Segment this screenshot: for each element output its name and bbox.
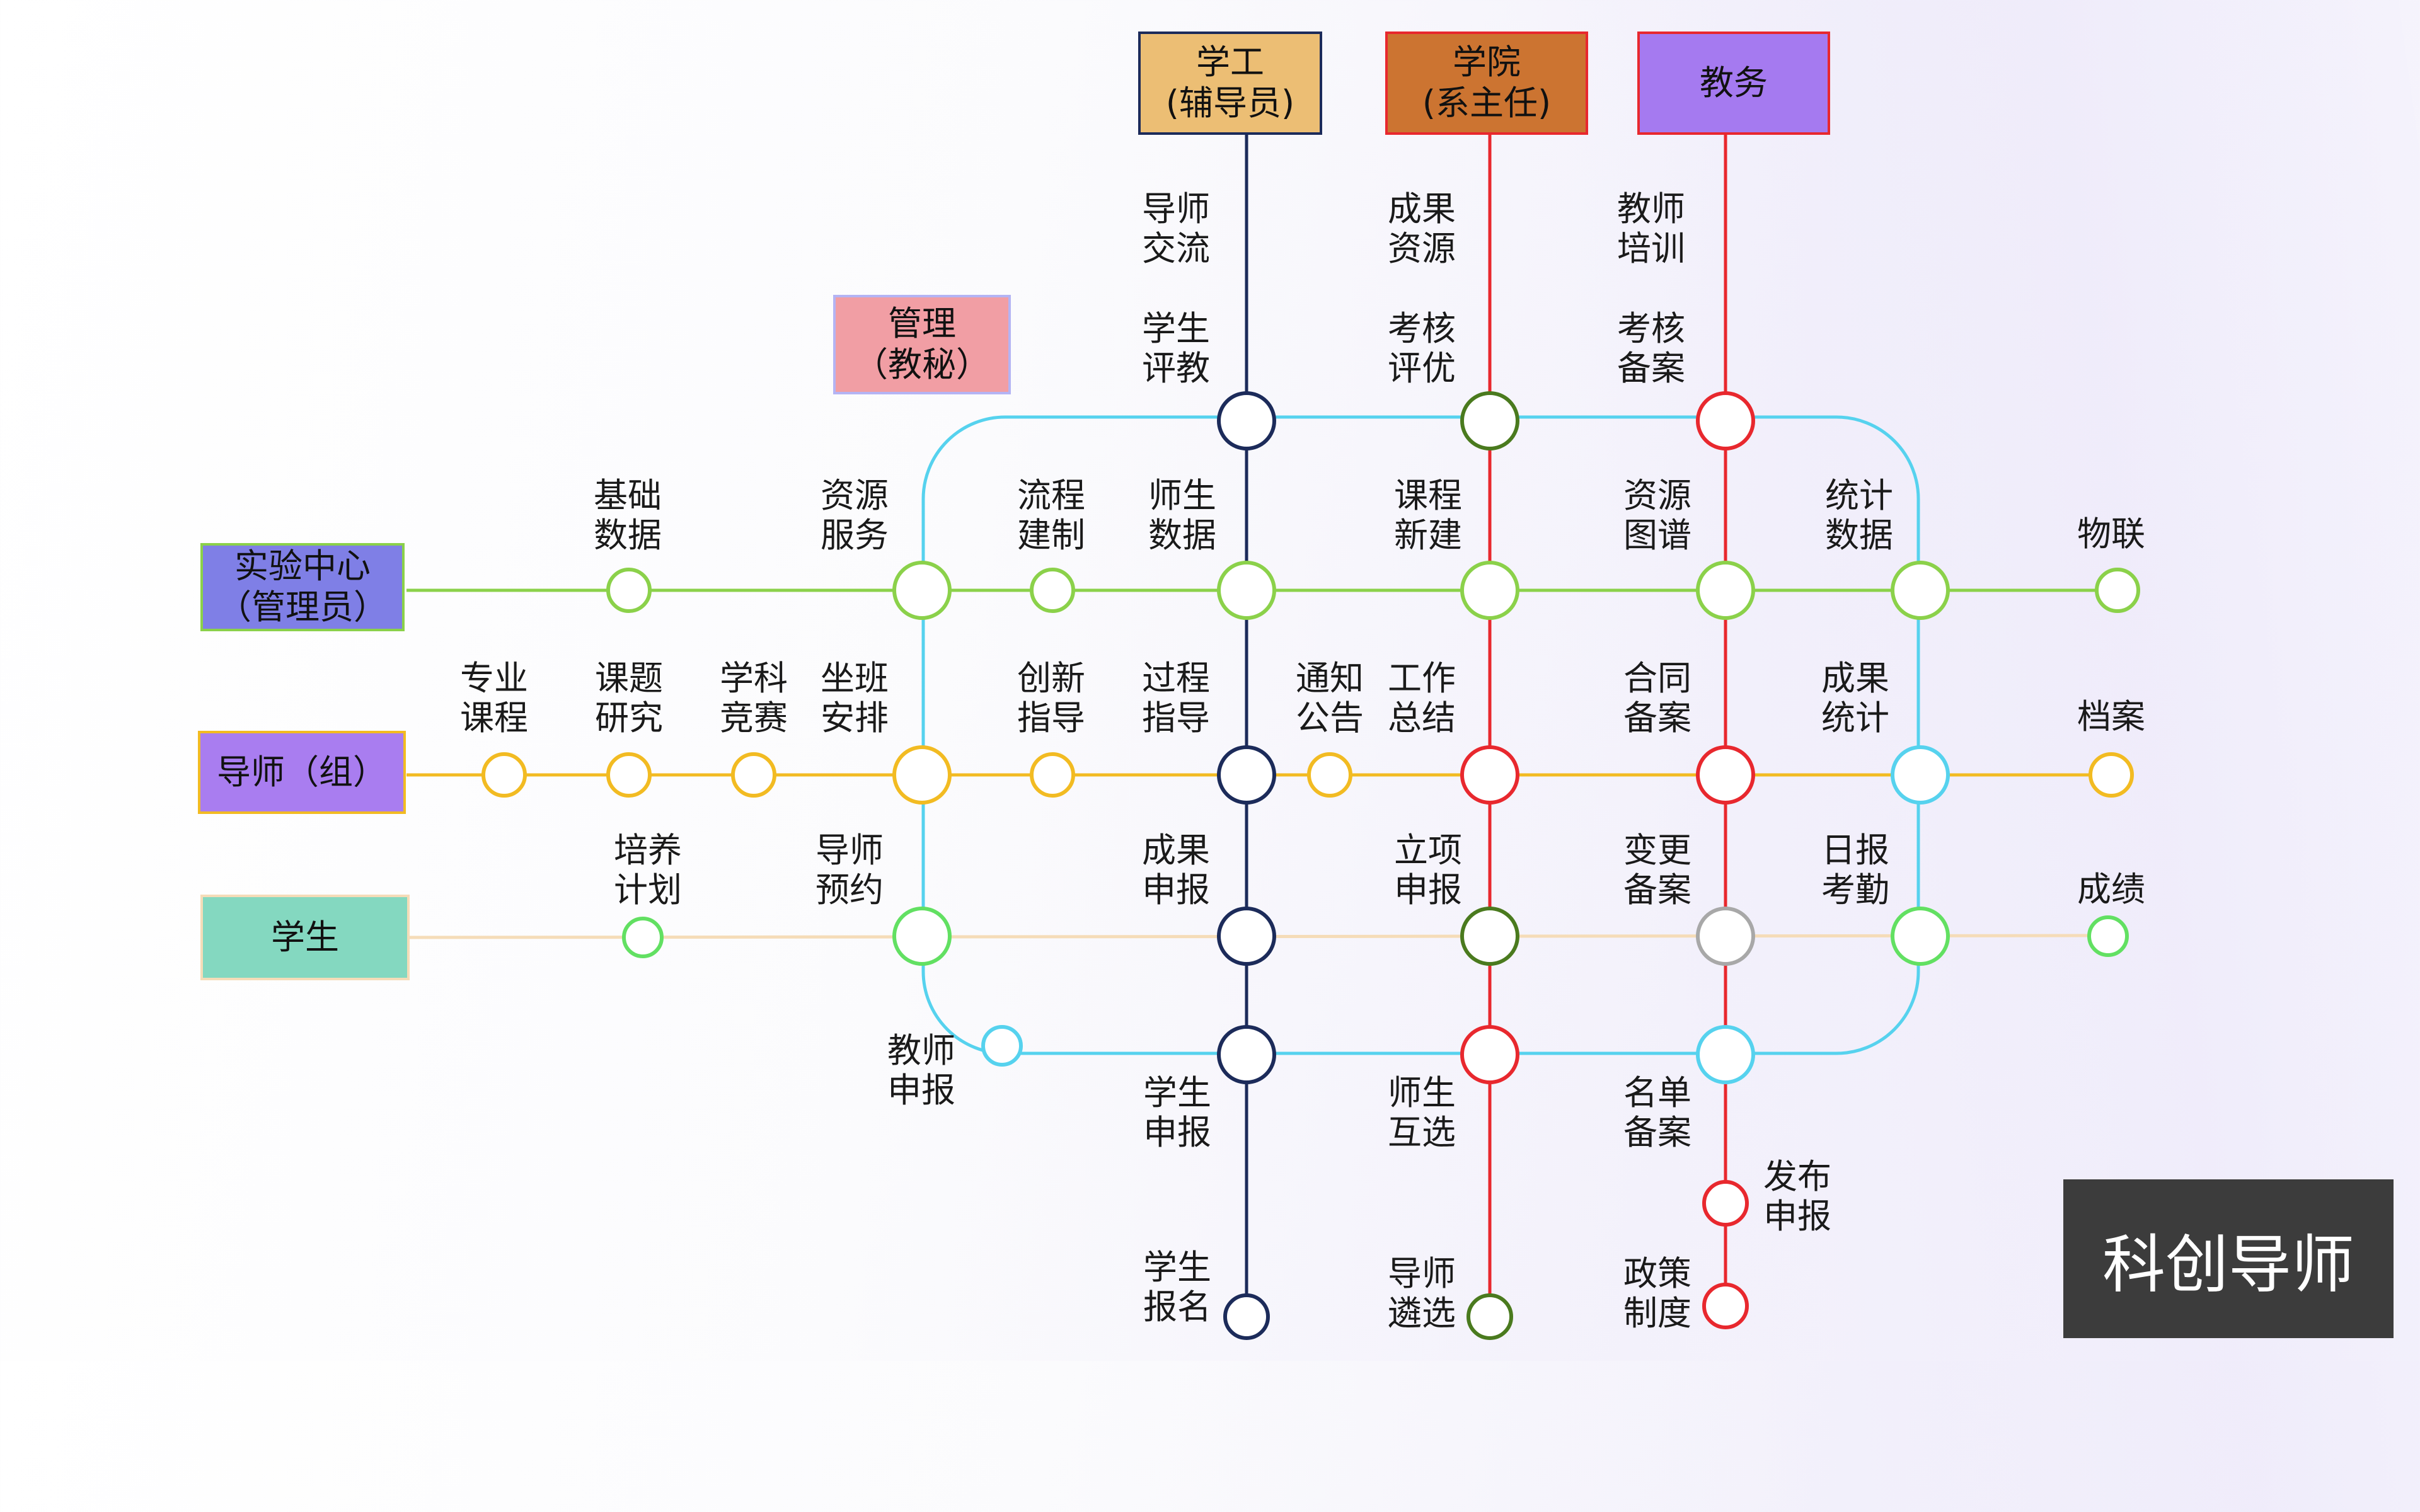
- label-chengguo-ziyuan: 成果 资源: [1388, 189, 1456, 269]
- node-tongzhi-gonggao: [1307, 752, 1352, 798]
- page-title: 科创导师: [2063, 1179, 2394, 1338]
- node-daoshi-yuyue: [892, 907, 952, 966]
- label-jiaoshi-shenbao: 教师 申报: [887, 1031, 955, 1111]
- node-chengguo-tongji: [1891, 745, 1950, 805]
- label-zuoban-anpai: 坐班 安排: [821, 658, 889, 738]
- label-chengguo-shenbao: 成果 申报: [1142, 830, 1210, 910]
- label-xuesheng-baoming: 学生 报名: [1143, 1247, 1211, 1327]
- label-tongji-shuju: 统计 数据: [1825, 476, 1893, 556]
- label-hetong-bei-an: 合同 备案: [1623, 658, 1691, 738]
- label-liucheng-jianzhi: 流程 建制: [1017, 476, 1085, 556]
- node-ribao-kaoqin: [1891, 907, 1950, 966]
- label-xueke-jingsai: 学科 竞赛: [720, 658, 788, 738]
- node-fabu-shenbao: [1702, 1180, 1749, 1227]
- node-kecheng-xinjian: [1460, 561, 1519, 620]
- role-box-guanli: 管理 （教秘）: [833, 295, 1011, 394]
- node-gongzuo-zongjie: [1460, 745, 1519, 805]
- role-box-xueyuan: 学院 (系主任): [1385, 32, 1588, 135]
- node-jichu-shuju: [606, 568, 652, 613]
- node-daoshi-linxuan: [1466, 1293, 1513, 1340]
- node-zhengce-zhidu: [1702, 1283, 1749, 1329]
- role-box-lab: 实验中心 （管理员）: [200, 543, 405, 631]
- label-daoshi-yuyue: 导师 预约: [815, 830, 884, 910]
- node-lixiang-shenbao: [1460, 907, 1519, 966]
- label-chengji: 成绩: [2077, 869, 2145, 909]
- node-chengji: [2087, 915, 2129, 957]
- node-mingdan-bei-an: [1696, 1025, 1755, 1084]
- role-box-jiaowu: 教务: [1637, 32, 1830, 135]
- label-tongzhi-gonggao: 通知 公告: [1296, 658, 1364, 738]
- label-xuesheng-pingjiao: 学生 评教: [1142, 309, 1210, 389]
- node-hetong-bei-an: [1696, 745, 1755, 805]
- label-kaohe-bei-an: 考核 备案: [1617, 309, 1685, 389]
- role-box-student: 学生: [200, 895, 410, 980]
- label-kecheng-xinjian: 课程 新建: [1394, 476, 1462, 556]
- label-zhengce-zhidu: 政策 制度: [1623, 1254, 1691, 1334]
- label-keti-yanjiu: 课题 研究: [595, 658, 663, 738]
- label-kaohe-pingyou: 考核 评优: [1388, 309, 1456, 389]
- role-box-mentor: 导师（组）: [198, 731, 406, 814]
- label-gongzuo-zongjie: 工作 总结: [1388, 658, 1456, 738]
- label-peiyang-jihua: 培养 计划: [614, 830, 682, 910]
- label-lixiang-shenbao: 立项 申报: [1394, 830, 1462, 910]
- label-dang-an: 档案: [2077, 697, 2145, 736]
- node-ziyuan-tupu: [1696, 561, 1755, 620]
- label-ziyuan-fuwu: 资源 服务: [821, 476, 889, 556]
- node-xuesheng-baoming: [1223, 1293, 1270, 1340]
- label-jichu-shuju: 基础 数据: [594, 476, 662, 556]
- label-mingdan-bei-an: 名单 备案: [1623, 1073, 1691, 1153]
- label-daoshi-jiaoliu: 导师 交流: [1142, 189, 1210, 269]
- label-xuesheng-shenbao: 学生 申报: [1143, 1073, 1211, 1153]
- role-box-xuegong: 学工 (辅导员): [1138, 32, 1322, 135]
- label-chuangxin-zhidao: 创新 指导: [1017, 658, 1085, 738]
- metro-diagram: [406, 134, 2140, 1340]
- label-ribao-kaoqin: 日报 考勤: [1821, 830, 1889, 910]
- node-chuangxin-zhidao: [1030, 752, 1075, 798]
- node-xuesheng-pingjiao: [1217, 391, 1276, 450]
- node-guocheng-zhidao: [1217, 745, 1276, 805]
- label-guocheng-zhidao: 过程 指导: [1142, 658, 1210, 738]
- label-daoshi-linxuan: 导师 遴选: [1388, 1254, 1456, 1334]
- label-chengguo-tongji: 成果 统计: [1821, 658, 1889, 738]
- label-shisheng-huxuan: 师生 互选: [1388, 1073, 1456, 1153]
- node-ziyuan-fuwu: [892, 561, 952, 620]
- node-xueke-jingsai: [731, 752, 776, 798]
- node-zuoban-anpai: [892, 745, 952, 805]
- node-dang-an: [2089, 752, 2134, 798]
- node-biangeng-bei-an: [1696, 907, 1755, 966]
- node-kaohe-bei-an: [1696, 391, 1755, 450]
- label-jiaoshi-peixun: 教师 培训: [1617, 189, 1685, 269]
- node-liucheng-jianzhi: [1030, 568, 1075, 613]
- label-fabu-shenbao: 发布 申报: [1763, 1157, 1831, 1237]
- node-shisheng-shuju: [1217, 561, 1276, 620]
- node-zhuanye-kecheng: [481, 752, 527, 798]
- label-biangeng-bei-an: 变更 备案: [1623, 830, 1691, 910]
- node-keti-yanjiu: [606, 752, 652, 798]
- service-loop: [921, 415, 1920, 1055]
- node-tongji-shuju: [1891, 561, 1950, 620]
- label-shisheng-shuju: 师生 数据: [1148, 476, 1216, 556]
- node-wulian: [2095, 568, 2140, 613]
- node-chengguo-shenbao: [1217, 907, 1276, 966]
- node-shisheng-huxuan: [1460, 1025, 1519, 1084]
- label-ziyuan-tupu: 资源 图谱: [1623, 476, 1691, 556]
- label-zhuanye-kecheng: 专业 课程: [460, 658, 528, 738]
- node-peiyang-jihua: [622, 917, 664, 958]
- node-xuesheng-shenbao: [1217, 1025, 1276, 1084]
- label-wulian: 物联: [2077, 514, 2145, 554]
- node-kaohe-pingyou: [1460, 391, 1519, 450]
- node-jiaoshi-shenbao: [981, 1025, 1023, 1067]
